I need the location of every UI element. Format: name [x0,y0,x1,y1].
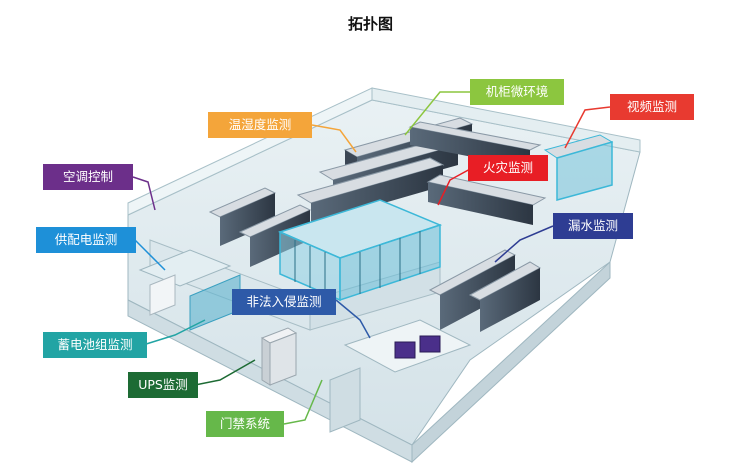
label-aircon: 空调控制 [43,164,133,190]
cold-aisle-containment [277,199,443,302]
rack-rows-back [296,117,547,225]
side-wall [411,260,611,464]
label-cabinet-env: 机柜微环境 [470,79,564,105]
label-battery: 蓄电池组监测 [43,332,147,358]
label-fire: 火灾监测 [468,155,548,181]
right-containment [543,134,614,201]
label-leak: 漏水监测 [553,213,633,239]
page-title: 拓扑图 [347,15,393,33]
monitoring-room [329,319,472,433]
right-wall [371,87,641,153]
label-power: 供配电监测 [36,227,136,253]
ups-units [260,327,298,386]
label-temp-humidity: 温湿度监测 [208,112,312,138]
battery-room [138,249,241,331]
rack-rows-right [428,249,542,332]
label-video: 视频监测 [610,94,694,120]
label-access: 门禁系统 [206,411,284,437]
label-ups: UPS监测 [128,372,198,398]
label-intrusion: 非法入侵监测 [232,289,336,315]
leader-lines [132,91,611,425]
